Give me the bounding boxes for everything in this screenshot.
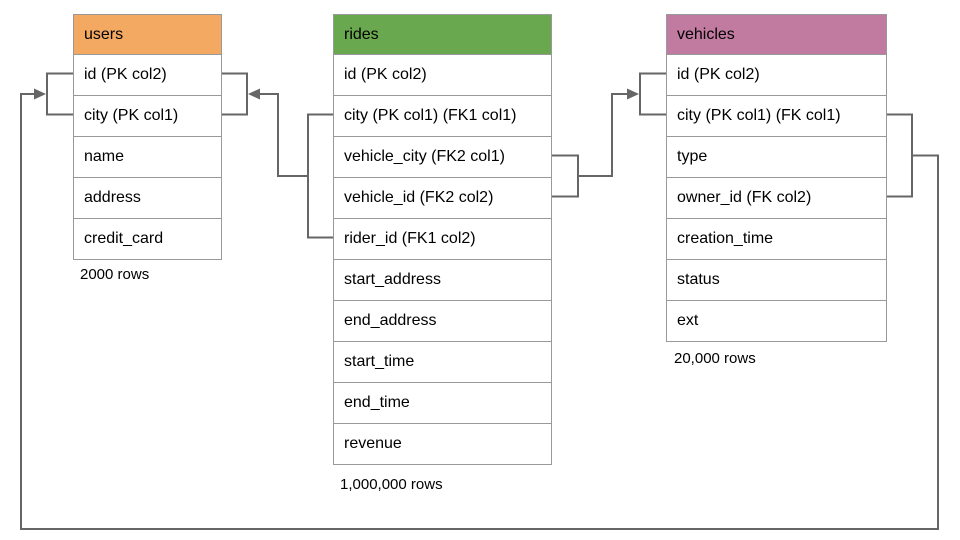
fk1-connector-line bbox=[259, 93, 308, 177]
table-vehicles-column-id: id (PK col2) bbox=[667, 54, 886, 95]
fk2-arrowhead-right-icon bbox=[627, 88, 639, 100]
table-rides-column-city: city (PK col1) (FK1 col1) bbox=[334, 95, 551, 136]
table-rides-column-end-time: end_time bbox=[334, 382, 551, 423]
table-vehicles-header: vehicles bbox=[667, 15, 886, 54]
table-rides-column-end-address: end_address bbox=[334, 300, 551, 341]
table-rides-column-vehicle-id: vehicle_id (FK2 col2) bbox=[334, 177, 551, 218]
fk2-vehicles-bracket bbox=[639, 72, 666, 116]
table-rides-column-start-time: start_time bbox=[334, 341, 551, 382]
table-users-column-id: id (PK col2) bbox=[74, 54, 221, 95]
fk3-arrowhead-right-icon bbox=[34, 88, 46, 100]
table-vehicles-column-creation-time: creation_time bbox=[667, 218, 886, 259]
table-users: users id (PK col2) city (PK col1) name a… bbox=[73, 14, 222, 260]
fk2-rides-bracket bbox=[552, 154, 579, 198]
fk3-connector-line bbox=[20, 93, 939, 530]
table-vehicles-rowcount: 20,000 rows bbox=[674, 350, 756, 367]
table-users-column-address: address bbox=[74, 177, 221, 218]
fk3-users-bracket bbox=[46, 72, 73, 116]
table-users-column-name: name bbox=[74, 136, 221, 177]
table-vehicles: vehicles id (PK col2) city (PK col1) (FK… bbox=[666, 14, 887, 342]
table-vehicles-column-type: type bbox=[667, 136, 886, 177]
table-rides-column-rider-id: rider_id (FK1 col2) bbox=[334, 218, 551, 259]
table-rides-header: rides bbox=[334, 15, 551, 54]
fk2-connector-line bbox=[578, 93, 628, 177]
fk1-arrowhead-left-icon bbox=[248, 88, 260, 100]
table-vehicles-column-status: status bbox=[667, 259, 886, 300]
fk3-vehicles-bracket bbox=[887, 113, 913, 198]
table-vehicles-column-ext: ext bbox=[667, 300, 886, 341]
fk1-users-bracket bbox=[222, 72, 248, 116]
table-rides-rowcount: 1,000,000 rows bbox=[340, 476, 443, 493]
table-vehicles-column-owner-id: owner_id (FK col2) bbox=[667, 177, 886, 218]
table-vehicles-column-city: city (PK col1) (FK col1) bbox=[667, 95, 886, 136]
table-rides-column-vehicle-city: vehicle_city (FK2 col1) bbox=[334, 136, 551, 177]
table-rides-column-revenue: revenue bbox=[334, 423, 551, 464]
table-users-column-city: city (PK col1) bbox=[74, 95, 221, 136]
table-rides-column-id: id (PK col2) bbox=[334, 54, 551, 95]
table-users-header: users bbox=[74, 15, 221, 54]
table-users-rowcount: 2000 rows bbox=[80, 266, 150, 283]
table-users-column-credit-card: credit_card bbox=[74, 218, 221, 259]
table-rides: rides id (PK col2) city (PK col1) (FK1 c… bbox=[333, 14, 552, 465]
table-rides-column-start-address: start_address bbox=[334, 259, 551, 300]
fk1-rides-bracket bbox=[307, 113, 333, 239]
